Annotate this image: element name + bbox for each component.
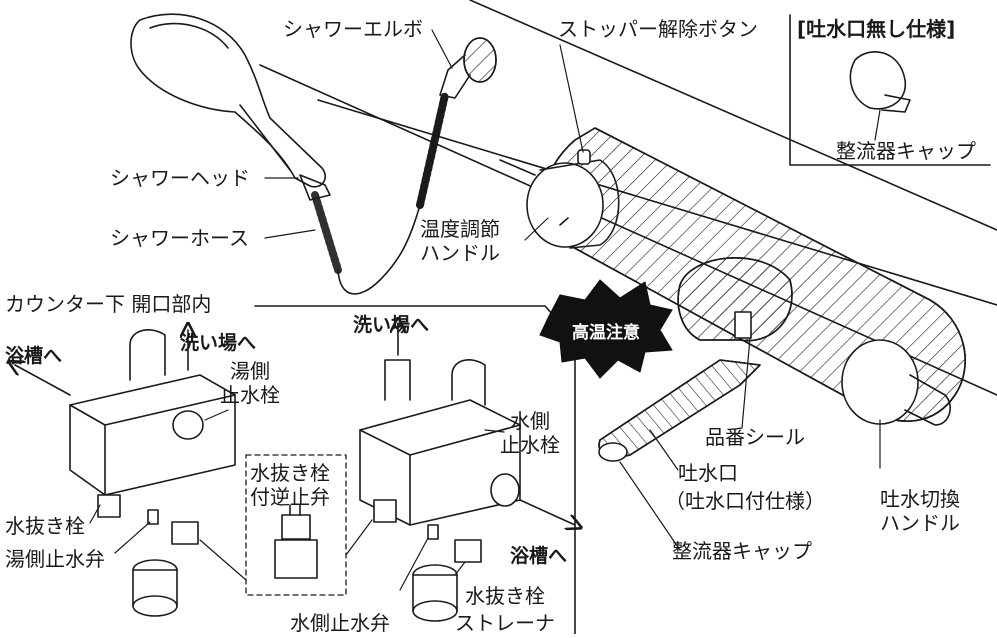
to-wash-left-label: 洗い場へ (180, 332, 257, 354)
left-valve-unit-drawing (15, 330, 236, 617)
shower-elbow-drawing (439, 37, 497, 99)
drain-check-label-1: 水抜き栓 (250, 461, 330, 485)
diverter-block-drawing (677, 257, 793, 342)
right-valve-unit-drawing (359, 325, 575, 622)
temperature-handle-drawing (499, 149, 620, 249)
leader-lines (89, 29, 881, 591)
temp-handle-label-1: 温度調節 (420, 217, 500, 241)
high-temp-warning-badge (539, 279, 673, 379)
shower-hose-label: シャワーホース (110, 226, 249, 250)
hot-stop-label-2: 止水栓 (220, 383, 280, 407)
temp-handle-label-2: ハンドル (420, 241, 500, 265)
spout-label-1: 吐水口 (678, 461, 738, 485)
shower-head-label: シャワーヘッド (110, 166, 250, 190)
to-wash-right-label: 洗い場へ (353, 314, 430, 336)
under-counter-label: カウンター下 開口部内 (5, 292, 212, 316)
cold-stop-valve-label: 水側止水弁 (290, 611, 390, 635)
drain-plug-right-label: 水抜き栓 (465, 584, 545, 608)
aerator-cap-bottom-label: 整流器キャップ (672, 539, 812, 563)
hot-stop-valve-label: 湯側止水弁 (5, 547, 105, 571)
stopper-release-label: ストッパー解除ボタン (558, 17, 758, 41)
switch-handle-drawing (841, 339, 951, 426)
model-seal-label: 品番シール (705, 425, 805, 449)
aerator-cap-top-label: 整流器キャップ (836, 139, 976, 163)
drain-check-label-2: 付逆止弁 (250, 485, 330, 509)
high-temp-label: 高温注意 (572, 323, 640, 343)
drain-plug-left-label: 水抜き栓 (5, 514, 85, 538)
drain-check-valve-drawing (274, 504, 318, 579)
strainer-label: ストレーナ (455, 611, 555, 635)
switch-handle-label-2: ハンドル (880, 511, 960, 535)
shower-elbow-label: シャワーエルボ (283, 17, 423, 41)
switch-handle-label-1: 吐水切換 (880, 487, 960, 511)
spout-label-2: （吐水口付仕様） (665, 489, 825, 513)
no-spout-inset-drawing (789, 14, 991, 166)
spout-drawing (598, 359, 761, 462)
shower-head-drawing (130, 13, 331, 201)
to-bath-right-label: 浴槽へ (510, 545, 568, 567)
no-spout-spec-label: [吐水口無し仕様] (797, 17, 956, 41)
hot-stop-label-1: 湯側 (230, 359, 270, 383)
to-bath-left-label: 浴槽へ (5, 345, 63, 367)
cold-stop-label-2: 止水栓 (500, 433, 560, 457)
shower-hose-drawing (311, 91, 449, 295)
cold-stop-label-1: 水側 (510, 409, 550, 433)
